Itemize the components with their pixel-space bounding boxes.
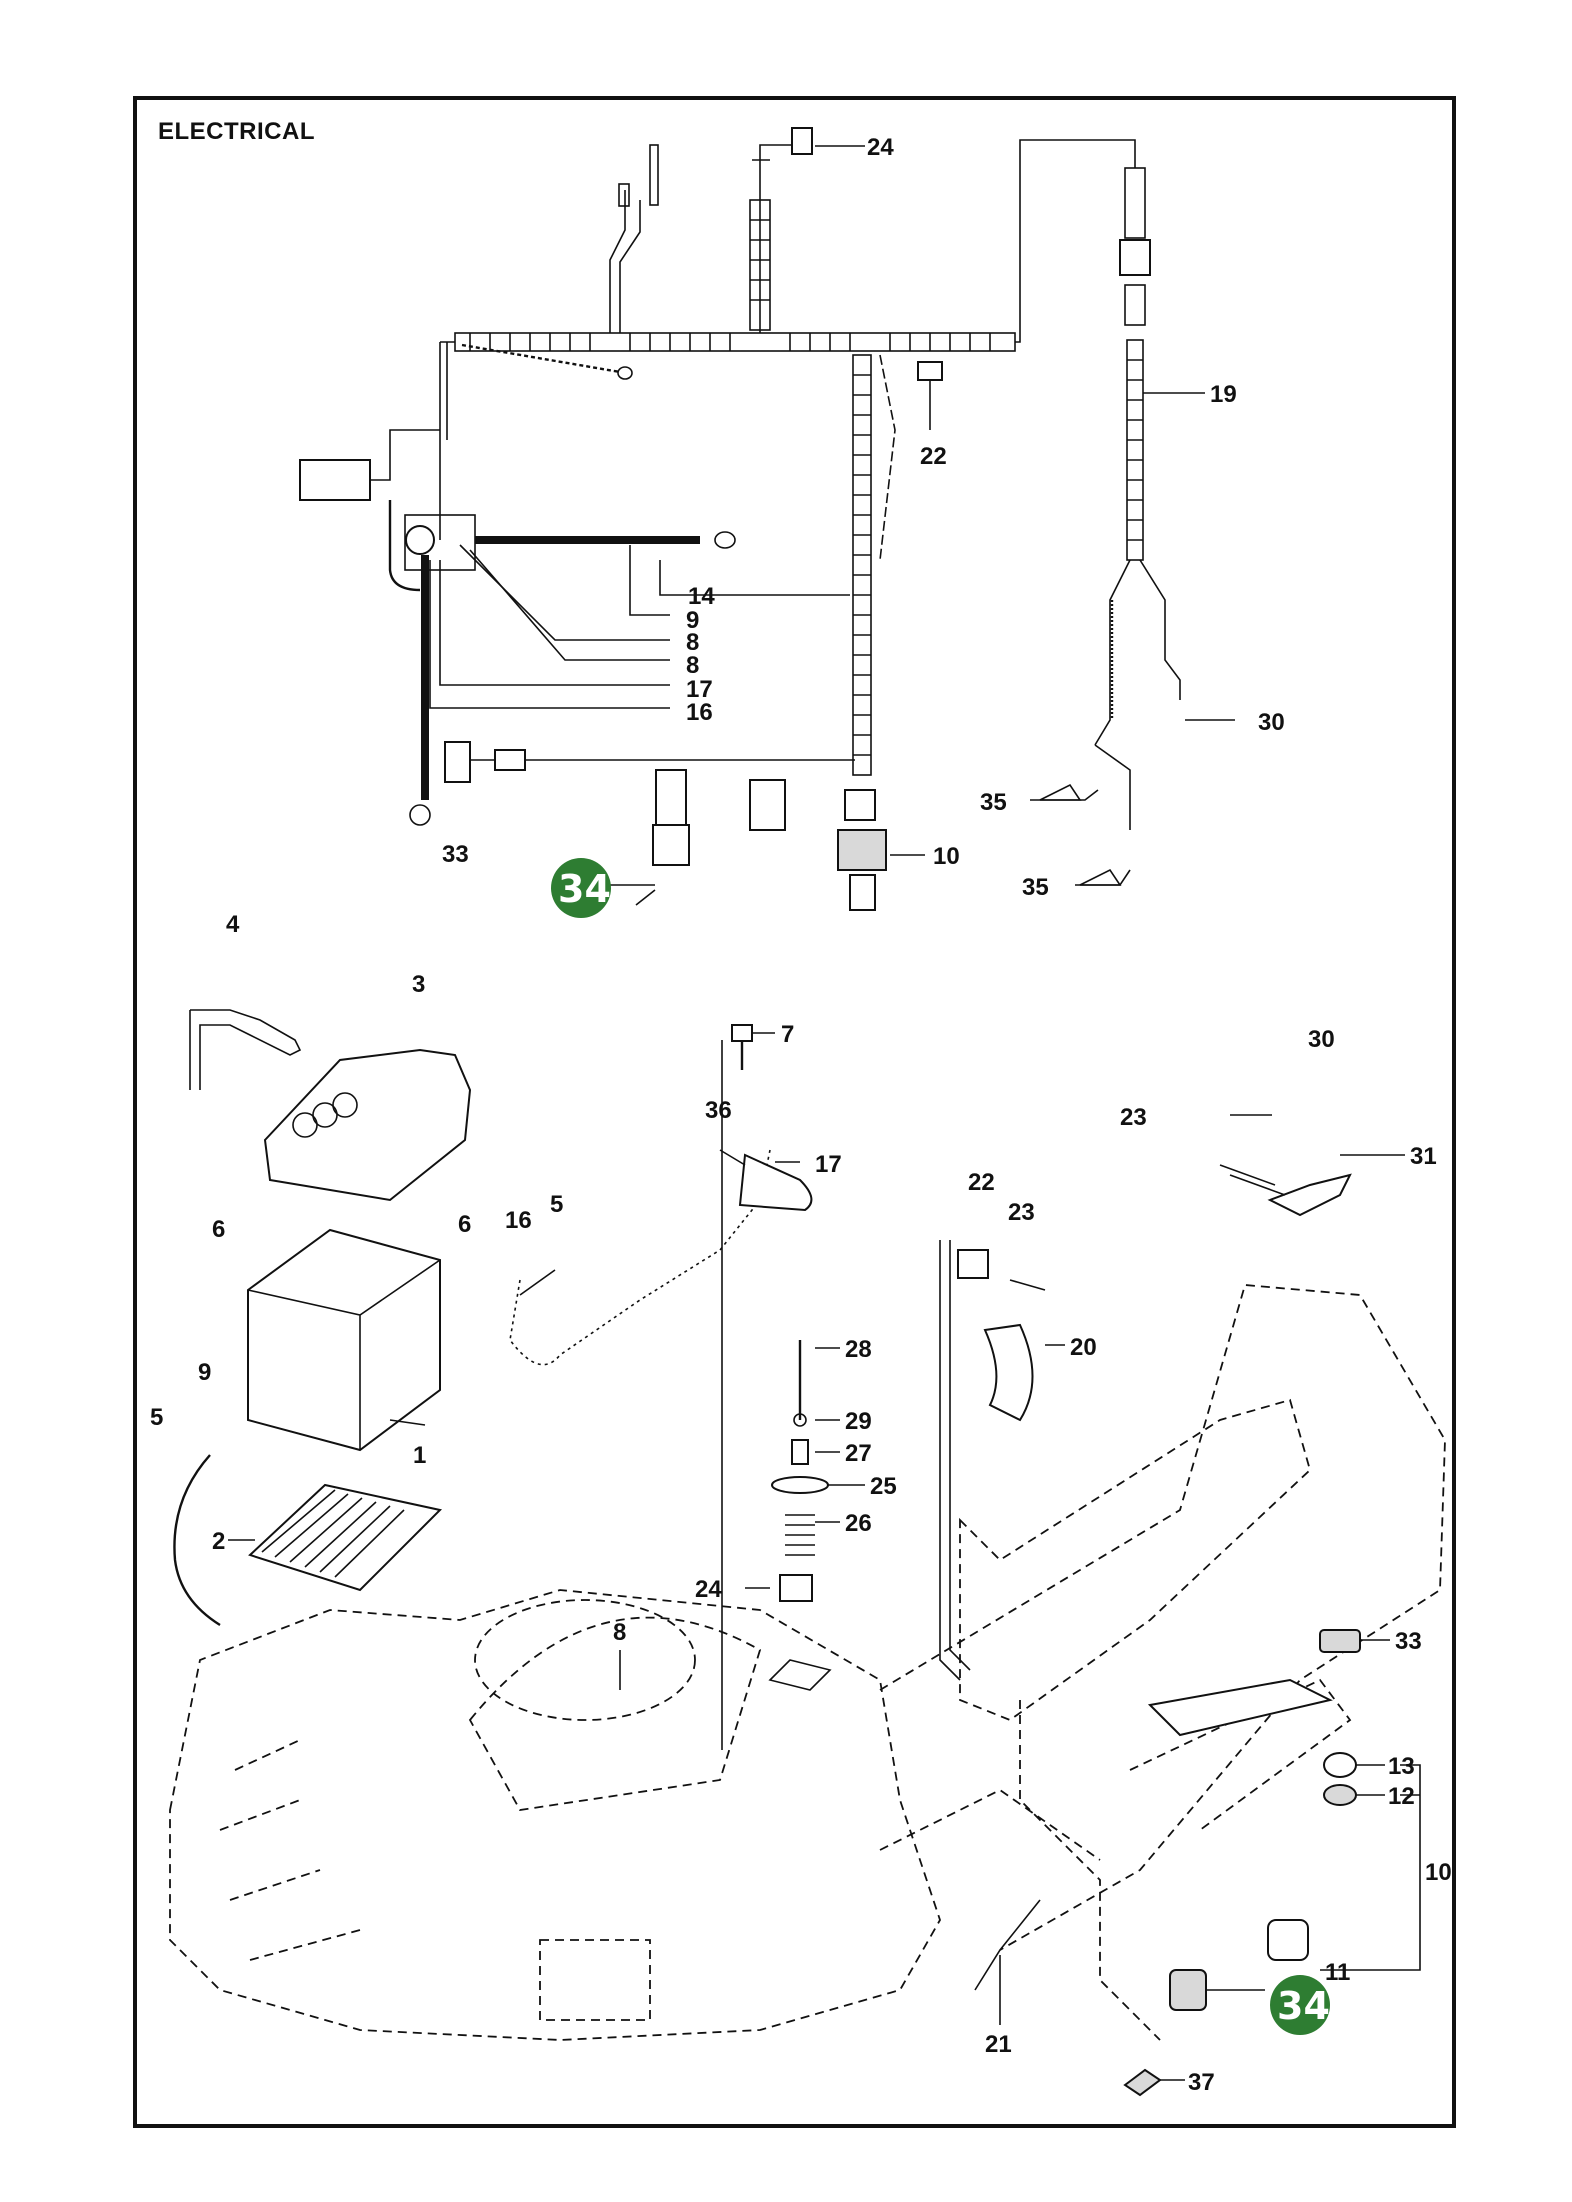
callout-29: 29 <box>845 1408 872 1435</box>
callout-12: 12 <box>1388 1783 1415 1810</box>
callout-6-b: 6 <box>458 1211 471 1238</box>
callout-25: 25 <box>870 1473 897 1500</box>
callout-23-bottom: 23 <box>1008 1199 1035 1226</box>
callout-5-b: 5 <box>150 1404 163 1431</box>
callout-10-top: 10 <box>933 843 960 870</box>
callout-17-bottom: 17 <box>815 1151 842 1178</box>
callout-26: 26 <box>845 1510 872 1537</box>
callout-24-top: 24 <box>867 134 894 161</box>
callout-30-top: 30 <box>1258 709 1285 736</box>
callout-8-top-a: 8 <box>686 629 699 656</box>
lower-assembly <box>169 1009 1446 2097</box>
callout-22-top: 22 <box>920 443 947 470</box>
callout-labels: 24 19 22 14 9 8 8 17 16 30 35 35 33 10 3… <box>150 134 1452 2096</box>
callout-17-top: 17 <box>686 676 713 703</box>
callout-37: 37 <box>1188 2069 1215 2096</box>
callout-4: 4 <box>226 911 240 938</box>
callout-8-top-b: 8 <box>686 652 699 679</box>
callout-34-top: 34 <box>558 867 611 911</box>
callout-13: 13 <box>1388 1753 1415 1780</box>
callout-10-bottom: 10 <box>1425 1859 1452 1886</box>
callout-33-top: 33 <box>442 841 469 868</box>
callout-21: 21 <box>985 2031 1012 2058</box>
callout-20: 20 <box>1070 1334 1097 1361</box>
page-title: ELECTRICAL <box>158 118 315 145</box>
callout-30-bottom: 30 <box>1308 1026 1335 1053</box>
callout-1: 1 <box>413 1442 426 1469</box>
callout-34-bottom: 34 <box>1277 1984 1330 2028</box>
callout-16-bottom: 16 <box>505 1207 532 1234</box>
callout-9-bottom: 9 <box>198 1359 211 1386</box>
callout-14: 14 <box>688 583 715 610</box>
callout-34-badge-bottom <box>1270 1975 1330 2035</box>
callout-3: 3 <box>412 971 425 998</box>
callout-36: 36 <box>705 1097 732 1124</box>
callout-16-top: 16 <box>686 699 713 726</box>
callout-35-a: 35 <box>980 789 1007 816</box>
callout-7: 7 <box>781 1021 794 1048</box>
callout-11: 11 <box>1325 1959 1350 1986</box>
leader-lines <box>228 145 1421 2081</box>
callout-35-b: 35 <box>1022 874 1049 901</box>
callout-2: 2 <box>212 1528 225 1555</box>
callout-33-bottom: 33 <box>1395 1628 1422 1655</box>
callout-31: 31 <box>1410 1143 1437 1170</box>
callout-8-bottom: 8 <box>613 1619 626 1646</box>
callout-6-a: 6 <box>212 1216 225 1243</box>
callout-34-badge-top <box>551 858 611 918</box>
harness-main-run <box>454 139 1136 352</box>
callout-23-right: 23 <box>1120 1104 1147 1131</box>
callout-19: 19 <box>1210 381 1237 408</box>
callout-28: 28 <box>845 1336 872 1363</box>
callout-22-bottom: 22 <box>968 1169 995 1196</box>
callout-27: 27 <box>845 1440 872 1467</box>
callout-24-bottom: 24 <box>695 1576 722 1603</box>
wiring-harness <box>299 127 1181 911</box>
callout-9-top: 9 <box>686 607 699 634</box>
callout-5-a: 5 <box>550 1191 563 1218</box>
